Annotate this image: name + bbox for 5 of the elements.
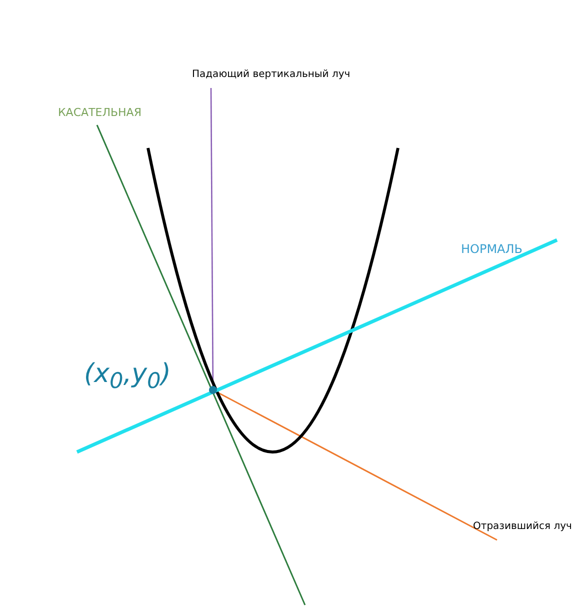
- ray-label: Падающий вертикальный луч: [192, 69, 350, 80]
- ray-label: Отразившийся луч: [473, 521, 572, 532]
- point-label: (x$_{0}$,y$_{0}$): [84, 360, 171, 394]
- normal-label: НОРМАЛЬ: [461, 243, 523, 256]
- tangent-label: КАСАТЕЛЬНАЯ: [58, 107, 142, 120]
